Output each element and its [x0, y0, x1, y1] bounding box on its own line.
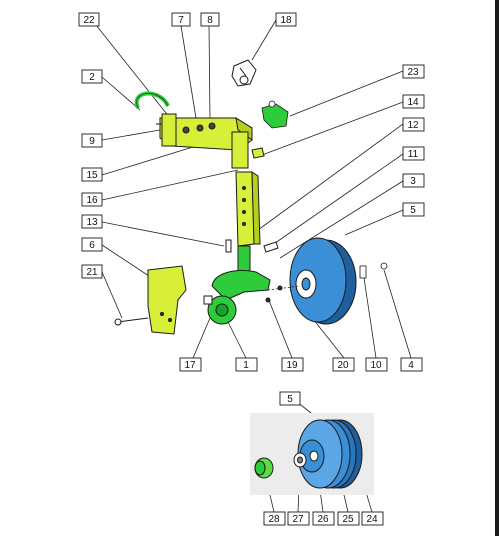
- callout-20: 20: [332, 357, 355, 372]
- callout-1: 1: [235, 357, 258, 372]
- callout-4: 4: [400, 357, 423, 372]
- wheel-inset: [250, 413, 374, 495]
- callout-8: 8: [200, 12, 220, 27]
- callout-17: 17: [179, 357, 202, 372]
- callout-number: 8: [207, 15, 213, 26]
- callout-26: 26: [312, 511, 335, 526]
- callout-number: 27: [292, 514, 304, 525]
- callout-14: 14: [402, 94, 425, 109]
- callout-number: 12: [407, 120, 419, 131]
- callout-number: 24: [366, 514, 378, 525]
- u-bolt: [134, 91, 170, 109]
- callout-number: 28: [268, 514, 280, 525]
- hardware-right: [267, 262, 388, 291]
- callout-number: 3: [410, 176, 416, 187]
- callout-number: 7: [178, 15, 184, 26]
- callout-13: 13: [81, 214, 103, 229]
- caster-arm: [203, 245, 283, 325]
- callout-25: 25: [337, 511, 360, 526]
- tire-main: [289, 237, 357, 325]
- callout-number: 23: [407, 67, 419, 78]
- callout-number: 22: [83, 15, 95, 26]
- callout-21: 21: [81, 264, 103, 279]
- callout-boxes: 22 7 8 18 2 23 14 9 12 11 15 3 16 5 13 6…: [78, 12, 425, 526]
- callout-number: 21: [86, 267, 98, 278]
- callout-number: 25: [342, 514, 354, 525]
- callout-number: 1: [243, 360, 249, 371]
- callout-9: 9: [81, 133, 103, 148]
- callout-27: 27: [287, 511, 310, 526]
- clamp-23: [261, 100, 289, 129]
- callout-number: 10: [370, 360, 382, 371]
- callout-number: 14: [407, 97, 419, 108]
- callout-19: 19: [281, 357, 304, 372]
- callout-number: 11: [408, 149, 419, 160]
- callout-18: 18: [275, 12, 297, 27]
- frame-assembly: [134, 91, 279, 253]
- callout-number: 20: [337, 360, 349, 371]
- callout-number: 13: [86, 217, 98, 228]
- callout-number: 5: [287, 394, 293, 405]
- callout-number: 18: [280, 15, 292, 26]
- post-extension: [235, 171, 255, 247]
- blade-plate: [114, 265, 187, 335]
- callout-12: 12: [402, 117, 425, 132]
- callout-22: 22: [78, 12, 100, 27]
- callout-number: 15: [86, 170, 98, 181]
- callout-10: 10: [365, 357, 388, 372]
- callout-5: 5: [402, 202, 425, 217]
- scrollbar-edge: [495, 0, 499, 536]
- callout-11: 11: [402, 146, 425, 161]
- callout-7: 7: [171, 12, 191, 27]
- callout-number: 5: [410, 205, 416, 216]
- callout-number: 6: [89, 240, 95, 251]
- post-sleeve: [231, 131, 249, 169]
- callout-24: 24: [361, 511, 384, 526]
- callout-number: 26: [317, 514, 329, 525]
- callout-28: 28: [263, 511, 286, 526]
- callout-number: 19: [286, 360, 298, 371]
- callout-3: 3: [402, 173, 425, 188]
- knob-18: [231, 59, 257, 87]
- callout-15: 15: [81, 167, 103, 182]
- callout-number: 16: [86, 195, 98, 206]
- callout-number: 9: [89, 136, 95, 147]
- callout-number: 4: [408, 360, 414, 371]
- callout-5-inset: 5: [279, 391, 301, 406]
- callout-number: 17: [184, 360, 196, 371]
- callout-number: 2: [89, 72, 95, 83]
- callout-6: 6: [81, 237, 103, 252]
- callout-2: 2: [81, 69, 103, 84]
- callout-16: 16: [81, 192, 103, 207]
- callout-23: 23: [402, 64, 425, 79]
